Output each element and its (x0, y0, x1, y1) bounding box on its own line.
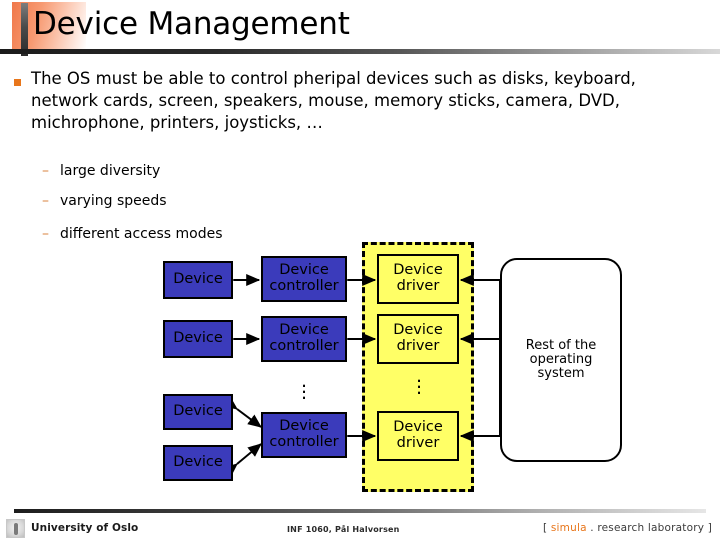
vertical-ellipsis-controllers: ... (300, 370, 308, 404)
device-box-2[interactable]: Device (163, 394, 233, 430)
footer-rule (14, 509, 706, 513)
logo-brand: simula (550, 522, 587, 534)
university-of-oslo-seal-icon (6, 519, 25, 538)
title-horizontal-rule (0, 49, 720, 54)
logo-rest: . research laboratory ] (586, 522, 712, 534)
rest-of-operating-system-box[interactable]: Rest of the operating system (500, 258, 622, 462)
main-bullet-text: The OS must be able to control pheripal … (31, 69, 636, 132)
device-box-1[interactable]: Device (163, 320, 233, 358)
dash-icon-1: – (42, 193, 49, 209)
dash-icon-0: – (42, 163, 49, 179)
simula-research-laboratory-logo: [ simula . research laboratory ] (543, 522, 712, 534)
device-box-3[interactable]: Device (163, 445, 233, 481)
device-driver-box-1[interactable]: Device driver (377, 314, 459, 364)
device-box-0[interactable]: Device (163, 261, 233, 299)
title-vertical-bar (21, 3, 28, 56)
page-title: Device Management (33, 6, 350, 42)
device-controller-box-0[interactable]: Device controller (261, 256, 347, 302)
vertical-ellipsis-drivers: ... (415, 365, 423, 399)
university-label: University of Oslo (31, 522, 139, 534)
seal-figure-shape (14, 523, 18, 535)
device-driver-box-2[interactable]: Device driver (377, 411, 459, 461)
sub-bullet-1: varying speeds (60, 193, 167, 209)
device-controller-box-1[interactable]: Device controller (261, 316, 347, 362)
sub-bullet-0: large diversity (60, 163, 161, 179)
square-bullet-icon (14, 79, 21, 86)
device-driver-box-0[interactable]: Device driver (377, 254, 459, 304)
logo-bracket-open: [ (543, 522, 551, 534)
sub-bullet-2: different access modes (60, 226, 223, 242)
course-label: INF 1060, Pål Halvorsen (287, 525, 400, 534)
dash-icon-2: – (42, 226, 49, 242)
device-controller-box-2[interactable]: Device controller (261, 412, 347, 458)
